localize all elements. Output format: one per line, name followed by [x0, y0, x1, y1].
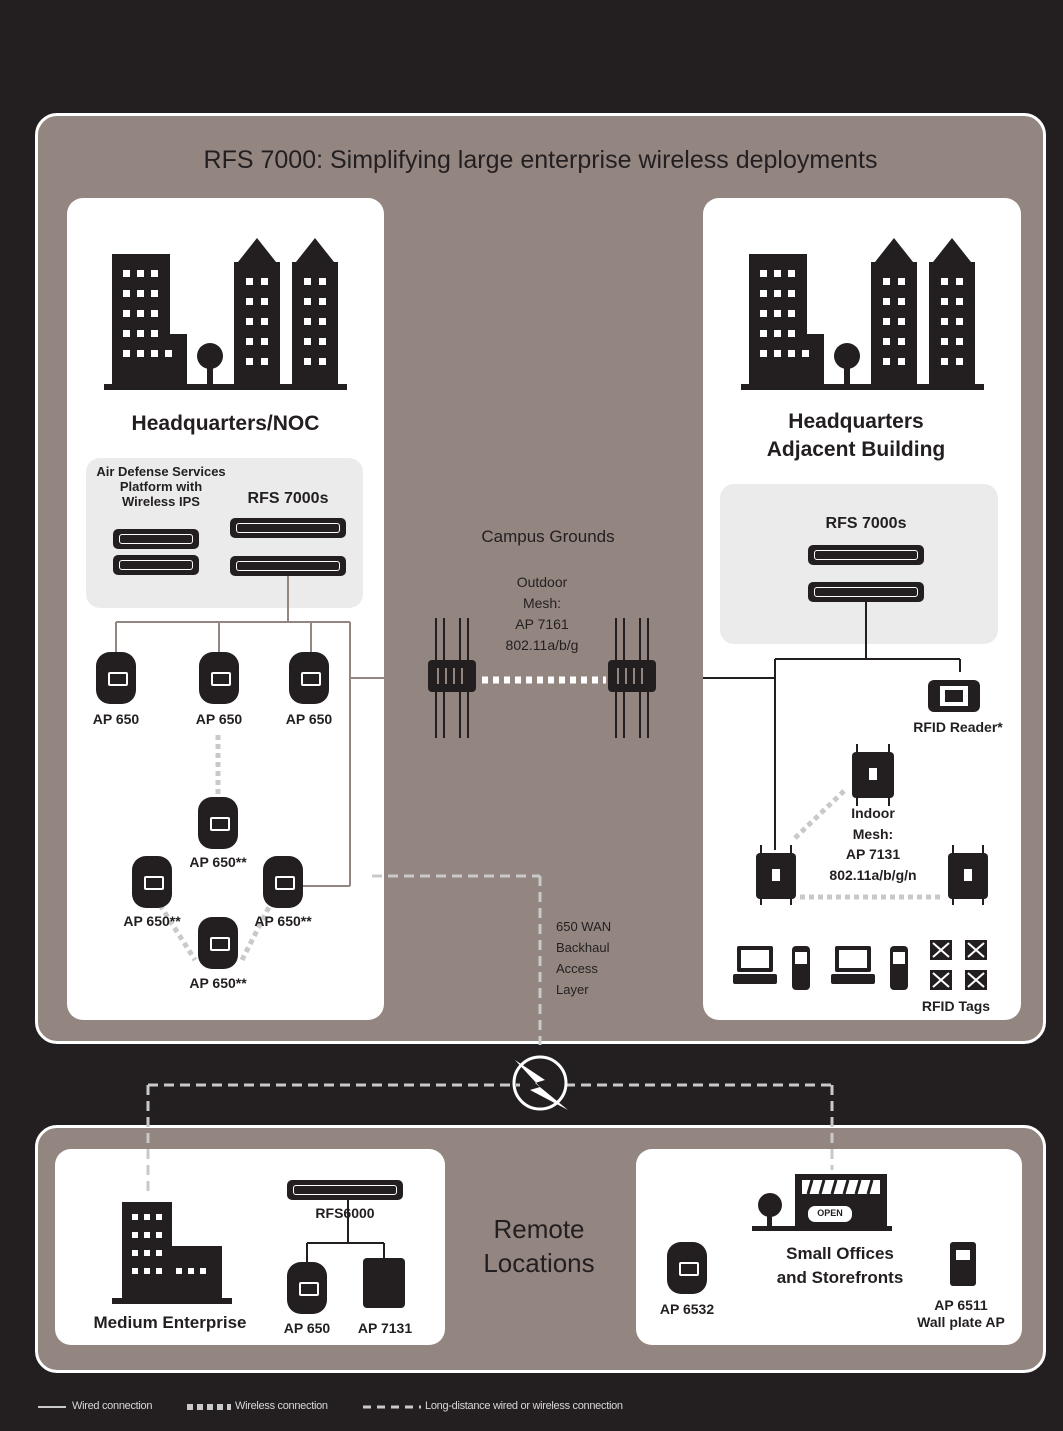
legend-wireless: Wireless connection: [235, 1400, 328, 1412]
indoor-mesh-line-3: AP 7131: [845, 846, 901, 862]
wan-line-1: 650 WAN: [556, 919, 612, 934]
indoor-mesh-line-2: Mesh:: [852, 826, 894, 842]
wan-line-4: Layer: [556, 982, 589, 997]
diagram-title: RFS 7000: Simplifying large enterprise w…: [203, 146, 878, 174]
outdoor-mesh-line-3: AP 7161: [515, 616, 569, 632]
mesh-ap-top-label: AP 650**: [189, 854, 247, 870]
remote-title-2: Locations: [483, 1248, 595, 1278]
adjacent-rfs-switch-2: [808, 582, 924, 602]
mesh-ap-right-label: AP 650**: [254, 913, 312, 929]
hq-ap-1-label: AP 650: [92, 711, 140, 727]
medium-ap7131-label: AP 7131: [357, 1320, 413, 1336]
rfid-tags-label: RFID Tags: [921, 998, 991, 1014]
rfs6000-label: RFS6000: [315, 1205, 375, 1221]
mesh-ap-left-icon: [132, 856, 172, 908]
ap6511-line-1: AP 6511: [934, 1297, 988, 1313]
adsp-label: Air Defense Services Platform with Wirel…: [96, 464, 226, 509]
hq-ap-3-label: AP 650: [285, 711, 333, 727]
medium-ap650-icon: [287, 1262, 327, 1314]
wan-line-3: Access: [556, 961, 598, 976]
ap6511-line-2: Wall plate AP: [917, 1314, 1005, 1330]
hq-ap-1-icon: [96, 652, 136, 704]
hq-rfs-switch-1: [230, 518, 346, 538]
indoor-mesh-line-1: Indoor: [851, 805, 895, 821]
open-sign: OPEN: [817, 1208, 843, 1218]
rfid-reader-label: RFID Reader*: [913, 719, 1003, 735]
wan-line-2: Backhaul: [556, 940, 610, 955]
medium-ap7131-icon: [363, 1258, 405, 1308]
medium-enterprise-label: Medium Enterprise: [93, 1313, 247, 1332]
outdoor-mesh-line-2: Mesh:: [522, 595, 562, 611]
small-offices-line-1: Small Offices: [786, 1244, 894, 1263]
mesh-ap-bottom-icon: [198, 917, 238, 969]
legend-wired: Wired connection: [72, 1400, 153, 1412]
adjacent-title-1: Headquarters: [788, 410, 924, 433]
adjacent-title-2: Adjacent Building: [766, 438, 946, 461]
campus-grounds-label: Campus Grounds: [481, 527, 615, 546]
indoor-mesh-line-4: 802.11a/b/g/n: [829, 867, 917, 883]
legend-long-distance: Long-distance wired or wireless connecti…: [425, 1400, 623, 1412]
mesh-ap-top-icon: [198, 797, 238, 849]
hq-ap-3-icon: [289, 652, 329, 704]
hq-rfs-label: RFS 7000s: [247, 490, 329, 507]
rfs6000-switch: [287, 1180, 403, 1200]
hq-ap-2-icon: [199, 652, 239, 704]
mesh-ap-right-icon: [263, 856, 303, 908]
hq-ap-2-label: AP 650: [195, 711, 243, 727]
hq-title: Headquarters/NOC: [131, 412, 320, 435]
medium-ap650-label: AP 650: [283, 1320, 331, 1336]
small-offices-line-2: and Storefronts: [776, 1268, 904, 1287]
adjacent-rfs-label: RFS 7000s: [825, 515, 907, 532]
outdoor-mesh-line-1: Outdoor: [516, 574, 568, 590]
ap6532-icon: [667, 1242, 707, 1294]
ap6532-label: AP 6532: [659, 1301, 715, 1317]
mesh-ap-left-label: AP 650**: [123, 913, 181, 929]
outdoor-mesh-line-4: 802.11a/b/g: [505, 637, 579, 653]
mesh-ap-bottom-label: AP 650**: [189, 975, 247, 991]
hq-rfs-switch-2: [230, 556, 346, 576]
adsp-server-2: [113, 555, 199, 575]
remote-title-1: Remote: [493, 1214, 585, 1244]
adsp-server-1: [113, 529, 199, 549]
adjacent-rfs-switch-1: [808, 545, 924, 565]
